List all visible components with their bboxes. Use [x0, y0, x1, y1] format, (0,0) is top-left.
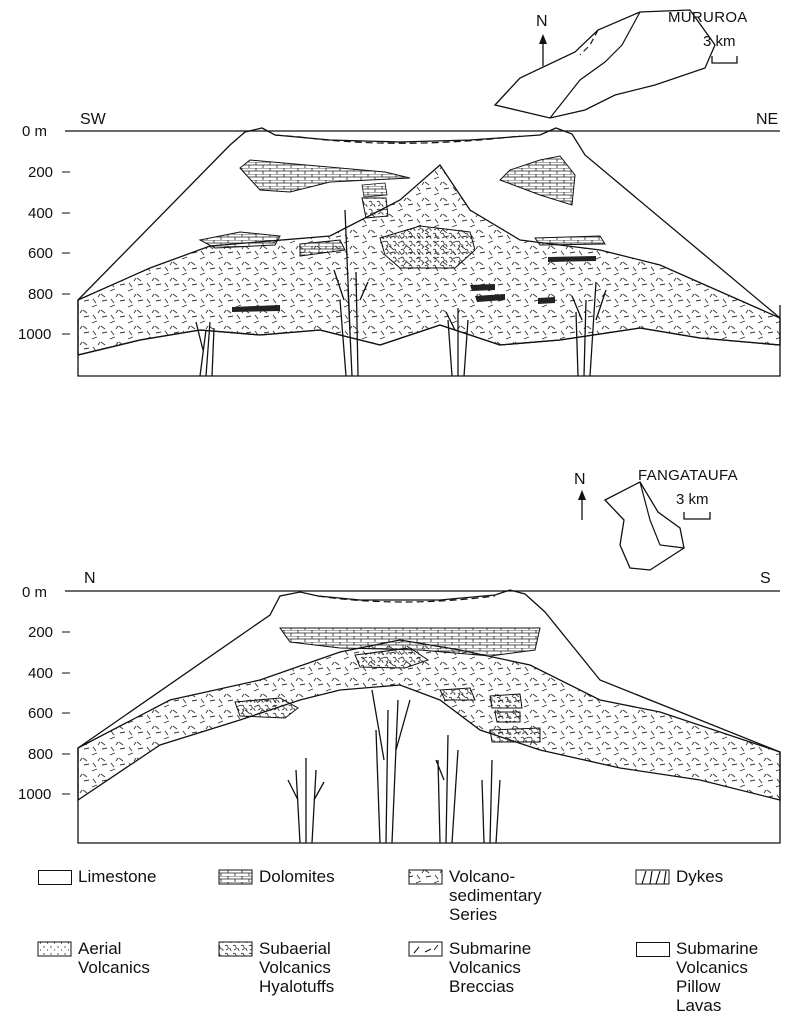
legend-label: Aerial Volcanics	[78, 939, 150, 977]
legend-item-submarine-pillow-lavas: Submarine Volcanics Pillow Lavas	[636, 939, 758, 1015]
right-direction: NE	[756, 111, 778, 128]
scale-label: 3 km	[703, 33, 736, 50]
legend-label: Volcano- sedimentary Series	[449, 867, 542, 924]
depth-label: 400	[28, 665, 53, 682]
legend-item-dykes: Dykes	[636, 867, 723, 886]
depth-axis: 0 m 200 400 600 800 1000	[18, 584, 70, 803]
legend-item-submarine-breccias: Submarine Volcanics Breccias	[409, 939, 531, 996]
depth-label: 600	[28, 705, 53, 722]
north-arrow-icon: N	[536, 13, 548, 66]
legend-label: Dykes	[676, 867, 723, 886]
atoll-name: MURUROA	[668, 9, 748, 26]
scale-bar	[684, 512, 710, 519]
scale-bar	[712, 56, 737, 63]
limestone-swatch	[38, 870, 72, 885]
legend-label: Submarine Volcanics Pillow Lavas	[676, 939, 758, 1015]
legend-item-limestone: Limestone	[38, 867, 156, 886]
depth-label: 1000	[18, 786, 51, 803]
atoll-name: FANGATAUFA	[638, 467, 738, 484]
depth-axis: 0 m 200 400 600 800 1000	[18, 123, 70, 343]
legend-label: Limestone	[78, 867, 156, 886]
legend-item-aerial-volcanics: Aerial Volcanics	[38, 939, 150, 977]
volcanic-body	[78, 640, 780, 800]
depth-label: 600	[28, 245, 53, 262]
depth-label: 800	[28, 746, 53, 763]
depth-label: 0 m	[22, 584, 47, 601]
depth-label: 400	[28, 205, 53, 222]
left-direction: SW	[80, 111, 107, 128]
section-fangataufa: N FANGATAUFA 3 km N S 0 m 200 400 600 80…	[18, 467, 780, 843]
scale-label: 3 km	[676, 491, 709, 508]
legend-item-volcano-sedimentary: Volcano- sedimentary Series	[409, 867, 542, 924]
legend-item-dolomites: Dolomites	[219, 867, 335, 886]
depth-label: 200	[28, 624, 53, 641]
north-label: N	[574, 471, 586, 488]
north-arrow-icon: N	[574, 471, 586, 520]
pillow-lava-swatch	[636, 942, 670, 957]
legend-label: Submarine Volcanics Breccias	[449, 939, 531, 996]
fangataufa-inset-map	[605, 482, 684, 570]
depth-label: 800	[28, 286, 53, 303]
right-direction: S	[760, 570, 771, 587]
legend-label: Dolomites	[259, 867, 335, 886]
legend-item-subaerial-volcanics: Subaerial Volcanics Hyalotuffs	[219, 939, 334, 996]
depth-label: 1000	[18, 326, 51, 343]
mururoa-inset-map	[495, 10, 715, 118]
left-direction: N	[84, 570, 96, 587]
north-label: N	[536, 13, 548, 30]
depth-label: 0 m	[22, 123, 47, 140]
section-mururoa: N MURUROA 3 km SW NE 0 m 200 400 600 800…	[18, 9, 780, 376]
legend-label: Subaerial Volcanics Hyalotuffs	[259, 939, 334, 996]
depth-label: 200	[28, 164, 53, 181]
